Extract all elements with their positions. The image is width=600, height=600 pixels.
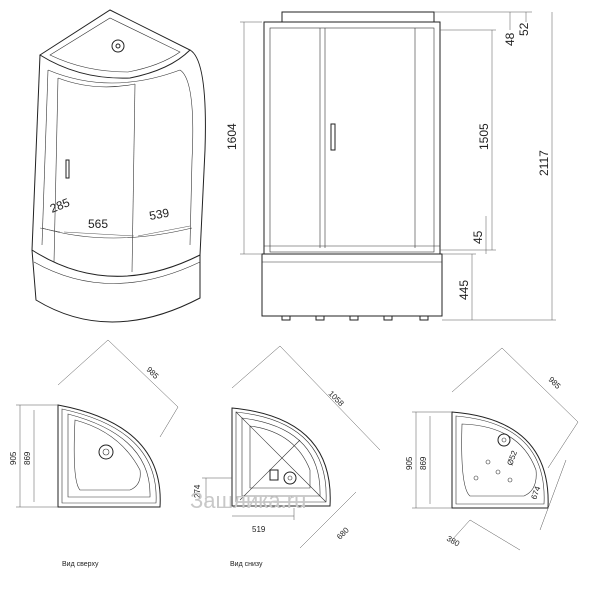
dim-tray-905: 905	[405, 456, 414, 470]
dim-front-48: 48	[503, 32, 517, 46]
caption-top-view: Вид сверху	[62, 561, 99, 568]
isometric-view	[31, 9, 206, 323]
dim-front-52: 52	[517, 22, 531, 36]
top-view	[16, 339, 179, 508]
dim-bottom-680: 680	[335, 525, 351, 541]
bottom-view	[202, 345, 381, 549]
dim-tray-diag: 985	[547, 375, 563, 391]
dim-front-1505: 1505	[477, 123, 491, 150]
dim-tray-drain: Ø52	[505, 449, 519, 467]
watermark: Зашлика.ru	[190, 488, 306, 513]
dim-tray-869: 869	[419, 456, 428, 470]
dim-bottom-diag: 1058	[327, 389, 346, 408]
dim-iso-right: 539	[148, 206, 170, 223]
dim-front-1604: 1604	[225, 123, 239, 150]
dim-top-905: 905	[9, 451, 18, 465]
dim-bottom-519: 519	[252, 525, 266, 534]
tray-view	[412, 347, 579, 551]
dim-tray-380: 380	[445, 534, 462, 549]
dim-iso-left: 285	[48, 195, 72, 216]
dim-top-869: 869	[23, 451, 32, 465]
dim-front-445: 445	[457, 280, 471, 300]
front-view	[240, 11, 556, 321]
caption-bottom-view: Вид снизу	[230, 561, 263, 568]
dim-top-diag: 985	[145, 365, 161, 381]
dim-front-45: 45	[471, 230, 485, 244]
dim-iso-mid: 565	[88, 217, 108, 231]
dim-front-2117: 2117	[537, 150, 551, 176]
dim-bottom-274: 274	[193, 484, 202, 498]
dim-tray-674: 674	[529, 485, 542, 501]
